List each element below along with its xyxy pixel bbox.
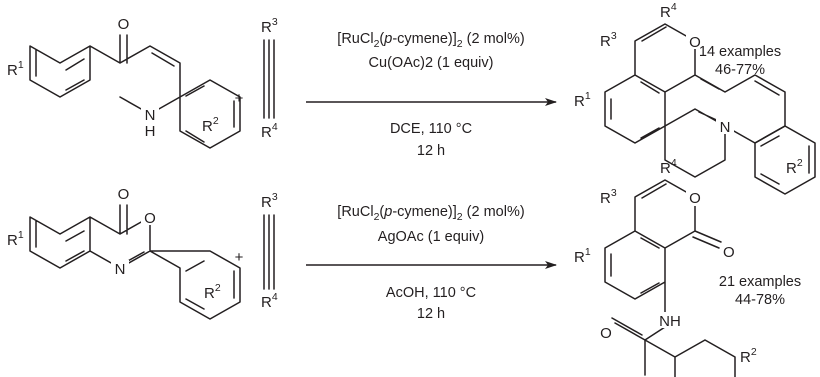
product2-r1: R1	[574, 246, 591, 266]
benzoxazinone-n: N	[115, 261, 126, 278]
catalyst-condition: [RuCl2(p-cymene)]2 (2 mol%)	[337, 31, 524, 50]
quinolone-carbonyl-o: O	[118, 16, 130, 33]
product2-example-count: 21 examples	[719, 274, 801, 290]
product2-amide-o: O	[600, 325, 612, 342]
alkyne-r3: R3	[261, 16, 278, 36]
reaction-1: O N H R1 R2 + R3 R4 [RuCl2(p-cymene)]2 (…	[7, 1, 816, 195]
alkyne-r4: R4	[261, 121, 278, 141]
solvent-temperature: DCE, 110 °C	[390, 121, 472, 137]
product1-yield-range: 46-77%	[715, 62, 765, 78]
product1-r1: R1	[574, 90, 591, 110]
product1-ring-o: O	[689, 34, 701, 51]
product2-ring-o: O	[689, 190, 701, 207]
alkyne-r4: R4	[261, 291, 278, 311]
product2-benzoyl-ring	[644, 339, 736, 377]
product-pyranoquinoline: O N R1 R2 R3 R4	[574, 1, 816, 195]
isocoumarin-bonds	[604, 179, 722, 376]
product1-r4: R4	[660, 1, 677, 21]
substituent-r2: R2	[202, 115, 219, 135]
product1-aryl-ring-2	[754, 125, 816, 195]
substituent-r1: R1	[7, 59, 24, 79]
alkyne-r3: R3	[261, 191, 278, 211]
solvent-temperature: AcOH, 110 °C	[386, 285, 476, 301]
product2-r3: R3	[600, 187, 617, 207]
product2-r4: R4	[660, 157, 677, 177]
product2-carbonyl-o: O	[723, 244, 735, 261]
reactant-benzoxazinone: O O N R1 R2	[7, 186, 241, 320]
reaction-time: 12 h	[417, 306, 445, 322]
oxidant-condition: Cu(OAc)2 (1 equiv)	[369, 55, 494, 71]
alkyne: R3 R4	[261, 191, 278, 311]
quinolone-bonds	[29, 34, 241, 149]
oxidant-condition: AgOAc (1 equiv)	[378, 229, 484, 245]
product2-nh: NH	[659, 313, 681, 330]
benzoxazinone-carbonyl-o: O	[118, 186, 130, 203]
reaction-2: O O N R1 R2 + R3 R4 [RuCl2(p-cymene)]2 (…	[7, 157, 801, 377]
product2-yield-range: 44-78%	[735, 292, 785, 308]
alkyne-triple-bond	[263, 39, 275, 119]
reactant-quinolone: O N H R1 R2	[7, 16, 241, 149]
quinolone-n: N	[145, 107, 156, 124]
quinolone-h: H	[145, 123, 156, 140]
product1-aryl-ring	[664, 125, 726, 178]
plus-sign: +	[235, 249, 244, 266]
alkyne-triple-bond	[263, 214, 275, 290]
product2-r2: R2	[740, 346, 757, 366]
benzoxazinone-ring-o: O	[144, 210, 156, 227]
product1-r2: R2	[786, 157, 803, 177]
substituent-r1: R1	[7, 229, 24, 249]
alkyne: R3 R4	[261, 16, 278, 141]
product1-example-count: 14 examples	[699, 44, 781, 60]
benzoxazinone-bonds	[29, 204, 241, 320]
product1-n: N	[720, 119, 731, 136]
product1-r3: R3	[600, 30, 617, 50]
substituent-r2: R2	[204, 282, 221, 302]
reaction-time: 12 h	[417, 143, 445, 159]
plus-sign: +	[235, 90, 244, 107]
catalyst-condition: [RuCl2(p-cymene)]2 (2 mol%)	[337, 204, 524, 223]
product-isocoumarin: O O NH O R1 R2 R3 R4	[574, 157, 757, 377]
